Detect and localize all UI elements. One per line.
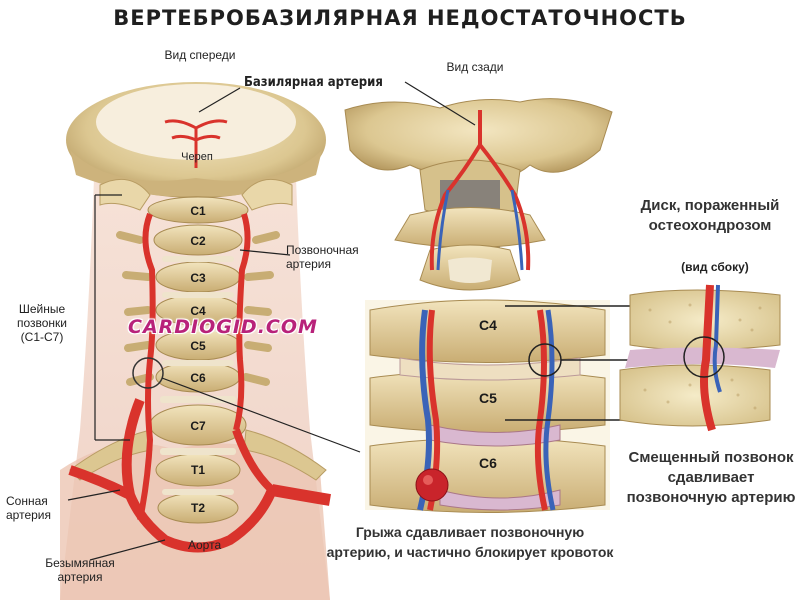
displaced-vertebra-caption: Смещенный позвонок сдавливает позвоночну…: [626, 449, 796, 506]
label-vertebral-artery: Позвоночная артерия: [286, 243, 359, 271]
front-leader-lines: [67, 87, 361, 561]
hernia-caption: Грыжа сдавливает позвоночную артерию, и …: [326, 524, 614, 560]
back-view-illustration: [344, 81, 613, 291]
back-view-caption: Вид сзади: [446, 60, 504, 74]
vertebra-label-c5: C5: [190, 339, 206, 353]
vertebra-label-t2: T2: [190, 501, 205, 515]
front-view-caption: Вид спереди: [164, 48, 236, 62]
closeup-label-c5: C5: [479, 390, 497, 406]
label-cervical-vertebrae: Шейные позвонки (C1-C7): [16, 302, 68, 344]
vertebra-label-c6: C6: [190, 371, 206, 385]
vertebra-label-c7: C7: [190, 419, 206, 433]
side-view-subcaption: (вид сбоку): [681, 260, 749, 274]
vertebra-label-c4: C4: [190, 304, 206, 318]
closeup-illustration: [365, 299, 610, 513]
vertebra-label-c1: C1: [190, 204, 206, 218]
label-brachiocephalic-artery: Безымянная артерия: [45, 556, 115, 584]
label-carotid-artery: Сонная артерия: [6, 494, 51, 522]
page-title: ВЕРТЕБРОБАЗИЛЯРНАЯ НЕДОСТАТОЧНОСТЬ: [113, 6, 687, 30]
label-basilar-artery: Базилярная артерия: [244, 75, 383, 90]
closeup-label-c4: C4: [479, 317, 497, 333]
vertebra-label-t1: T1: [190, 463, 205, 477]
label-aorta: Аорта: [188, 538, 222, 552]
vertebra-label-c2: C2: [190, 234, 206, 248]
side-view-caption: Диск, пораженный остеохондрозом: [640, 197, 780, 234]
label-skull: Череп: [181, 151, 213, 163]
front-view-illustration: [60, 82, 331, 600]
watermark-logo: CARDIOGID.COM: [128, 316, 318, 338]
closeup-label-c6: C6: [479, 455, 497, 471]
vertebra-label-c3: C3: [190, 271, 206, 285]
side-view-illustration: [619, 284, 781, 432]
